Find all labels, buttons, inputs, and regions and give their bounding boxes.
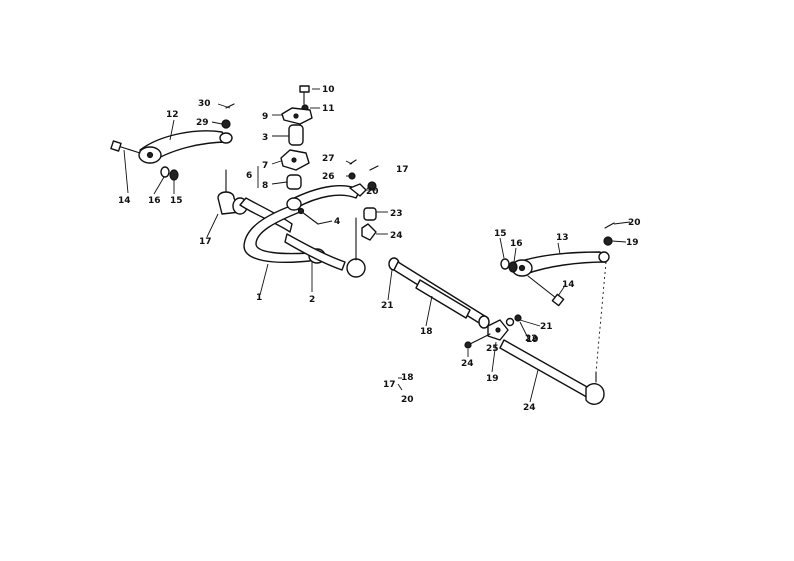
callout-15-left: 15 xyxy=(170,196,183,206)
callout-19-right: 19 xyxy=(626,238,639,248)
steering-arm-right xyxy=(511,251,610,277)
callout-10: 10 xyxy=(322,85,335,95)
callout-20-bottom: 20 xyxy=(401,395,414,405)
callout-4: 4 xyxy=(334,217,340,227)
ball-joint-left xyxy=(217,169,248,215)
callout-20-right: 20 xyxy=(628,218,641,228)
callout-14-right: 14 xyxy=(562,280,575,290)
callout-17-bottom: 17 xyxy=(383,380,396,390)
callout-3: 3 xyxy=(262,133,268,143)
nut-29-pin-30 xyxy=(221,103,235,129)
callout-13: 13 xyxy=(556,233,569,243)
pivot-bolt-10-11 xyxy=(299,85,310,112)
callout-16-left: 16 xyxy=(148,196,161,206)
callout-19-extra: 19 xyxy=(526,335,539,345)
callout-2: 2 xyxy=(309,295,315,305)
axle-beam xyxy=(239,185,366,278)
bushing-8 xyxy=(286,174,302,190)
callout-17-top: 17 xyxy=(396,165,409,175)
right-joint-stack xyxy=(348,159,379,241)
callout-20-top: 20 xyxy=(366,187,379,197)
callout-24-top: 24 xyxy=(390,231,403,241)
bolt-4 xyxy=(297,207,319,225)
axis-right-arm xyxy=(595,261,607,373)
callout-22: 22 xyxy=(525,334,538,344)
callout-25: 25 xyxy=(486,344,499,354)
callouts: 1 2 3 4 6 7 8 9 10 11 12 13 14 14 15 15 … xyxy=(118,85,641,413)
callout-21-right: 21 xyxy=(540,322,553,332)
callout-18-bottom: 18 xyxy=(401,373,414,383)
callout-23: 23 xyxy=(390,209,403,219)
washers-right-15-16 xyxy=(500,258,518,273)
pivot-sleeve-3 xyxy=(288,124,304,146)
callout-14-left: 14 xyxy=(118,196,131,206)
callout-12: 12 xyxy=(166,110,179,120)
callout-26: 26 xyxy=(322,172,335,182)
callout-27: 27 xyxy=(322,154,335,164)
nut-19-pin-20-right xyxy=(603,222,615,246)
bolt-left-14 xyxy=(110,140,141,154)
callout-29: 29 xyxy=(196,118,209,128)
tie-rod-outer xyxy=(499,339,605,405)
callout-18-center: 18 xyxy=(420,327,433,337)
callout-24-bottom: 24 xyxy=(523,403,536,413)
callout-7: 7 xyxy=(262,161,268,171)
pivot-bracket-7 xyxy=(280,149,310,171)
tie-rod-inner xyxy=(388,257,490,329)
callout-11: 11 xyxy=(322,104,335,114)
steering-arm-left xyxy=(138,130,233,164)
callout-17-left: 17 xyxy=(199,237,212,247)
washers-21-22 xyxy=(505,314,522,327)
pivot-plate-9 xyxy=(281,107,313,125)
callout-19-center: 19 xyxy=(486,374,499,384)
washers-left-15-16 xyxy=(160,166,179,181)
bolt-right-14 xyxy=(527,275,565,307)
callout-30: 30 xyxy=(198,99,211,109)
tie-rod-pivot-19 xyxy=(464,319,509,349)
callout-8: 8 xyxy=(262,181,268,191)
leader-lines xyxy=(123,88,631,403)
callout-9: 9 xyxy=(262,112,268,122)
callout-15-right: 15 xyxy=(494,229,507,239)
callout-21-left: 21 xyxy=(381,301,394,311)
callout-24-lower: 24 xyxy=(461,359,474,369)
callout-6: 6 xyxy=(246,171,252,181)
callout-1: 1 xyxy=(256,293,262,303)
callout-16-right: 16 xyxy=(510,239,523,249)
